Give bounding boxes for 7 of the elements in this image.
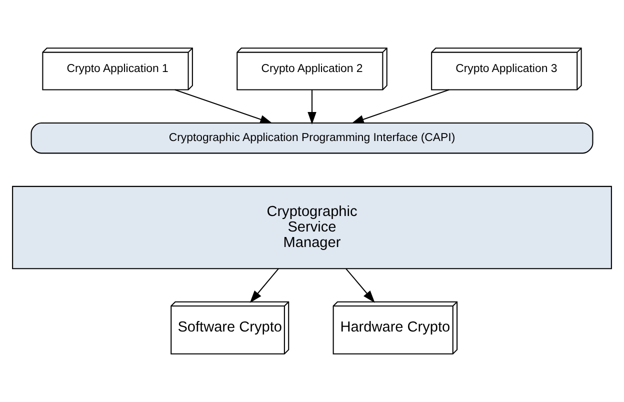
arrow [250, 268, 279, 303]
arrow [174, 89, 273, 124]
node-box: Cryptographic Service Manager [12, 186, 612, 270]
arrow [346, 268, 375, 303]
arrow [351, 89, 450, 124]
arrow [308, 90, 316, 125]
node-box: Cryptographic Application Programming Interface (CAPI) [30, 122, 594, 154]
